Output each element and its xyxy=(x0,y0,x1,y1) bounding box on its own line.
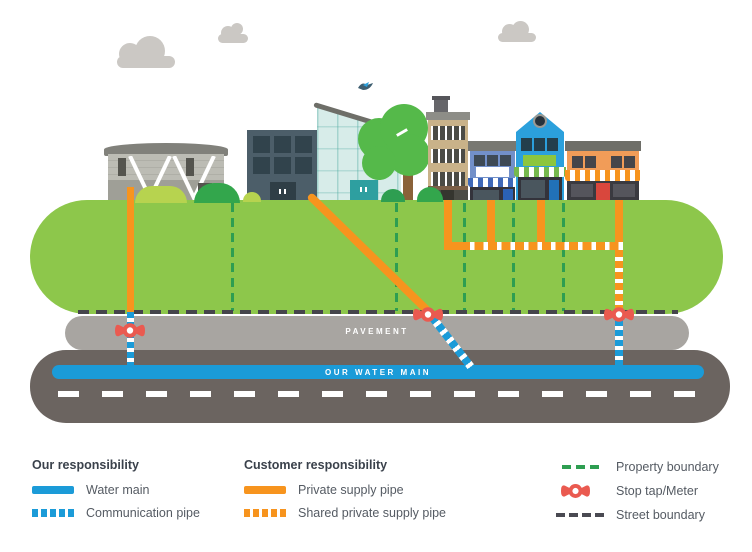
bush xyxy=(194,183,240,203)
bird-icon xyxy=(358,82,373,90)
legend-item-shared-private-supply-pipe: Shared private supply pipe xyxy=(244,506,446,520)
street-boundary-line xyxy=(78,310,678,314)
shared-pipe-elbow xyxy=(443,242,462,250)
bush xyxy=(417,187,443,202)
shared-private-supply-pipe-swatch-icon xyxy=(244,509,286,517)
bush xyxy=(135,186,187,203)
legend-title: Customer responsibility xyxy=(244,458,388,472)
private-supply-pipe xyxy=(126,187,134,312)
private-supply-pipe xyxy=(443,200,452,250)
communication-pipe-swatch-icon xyxy=(32,509,74,517)
legend-item-property-boundary: Property boundary xyxy=(556,460,719,474)
legend-item-stop-tap: Stop tap/Meter xyxy=(556,483,719,499)
bush xyxy=(243,192,261,202)
road-centerline xyxy=(58,391,706,397)
communication-pipe xyxy=(126,312,134,366)
legend-boundaries: Property boundary Stop tap/Meter Street … xyxy=(556,460,719,522)
road xyxy=(30,350,730,423)
water-main-pipe xyxy=(52,365,704,379)
communication-pipe xyxy=(615,320,623,366)
property-boundary-swatch-icon xyxy=(562,465,600,469)
legend-customer-responsibility: Customer responsibility Private supply p… xyxy=(244,458,446,520)
legend-item-water-main: Water main xyxy=(32,483,200,497)
stop-tap-icon xyxy=(413,307,443,322)
legend-our-responsibility: Our responsibility Water main Communicat… xyxy=(32,458,200,520)
property-boundary-line xyxy=(561,203,565,311)
shared-private-supply-pipe xyxy=(461,242,623,250)
property-boundary-line xyxy=(462,203,466,311)
private-supply-pipe-swatch-icon xyxy=(244,486,286,494)
private-supply-pipe xyxy=(537,200,545,246)
pavement-label: PAVEMENT xyxy=(345,327,409,336)
stop-tap-icon xyxy=(115,323,145,338)
legend-title: Our responsibility xyxy=(32,458,139,472)
bush xyxy=(381,189,405,202)
private-supply-pipe xyxy=(487,200,495,246)
property-boundary-line xyxy=(511,203,515,311)
private-supply-pipe xyxy=(615,200,623,246)
legend-item-communication-pipe: Communication pipe xyxy=(32,506,200,520)
street-boundary-swatch-icon xyxy=(556,513,604,517)
stop-tap-icon xyxy=(604,307,634,322)
stop-tap-legend-icon xyxy=(561,484,590,498)
shared-private-supply-pipe-drop xyxy=(615,250,623,308)
property-boundary-line xyxy=(230,203,234,311)
property-boundary-line xyxy=(394,203,398,311)
water-main-swatch-icon xyxy=(32,486,74,494)
legend-item-private-supply-pipe: Private supply pipe xyxy=(244,483,446,497)
pavement xyxy=(65,316,689,350)
legend-item-street-boundary: Street boundary xyxy=(556,508,719,522)
water-main-label: OUR WATER MAIN xyxy=(325,368,431,377)
